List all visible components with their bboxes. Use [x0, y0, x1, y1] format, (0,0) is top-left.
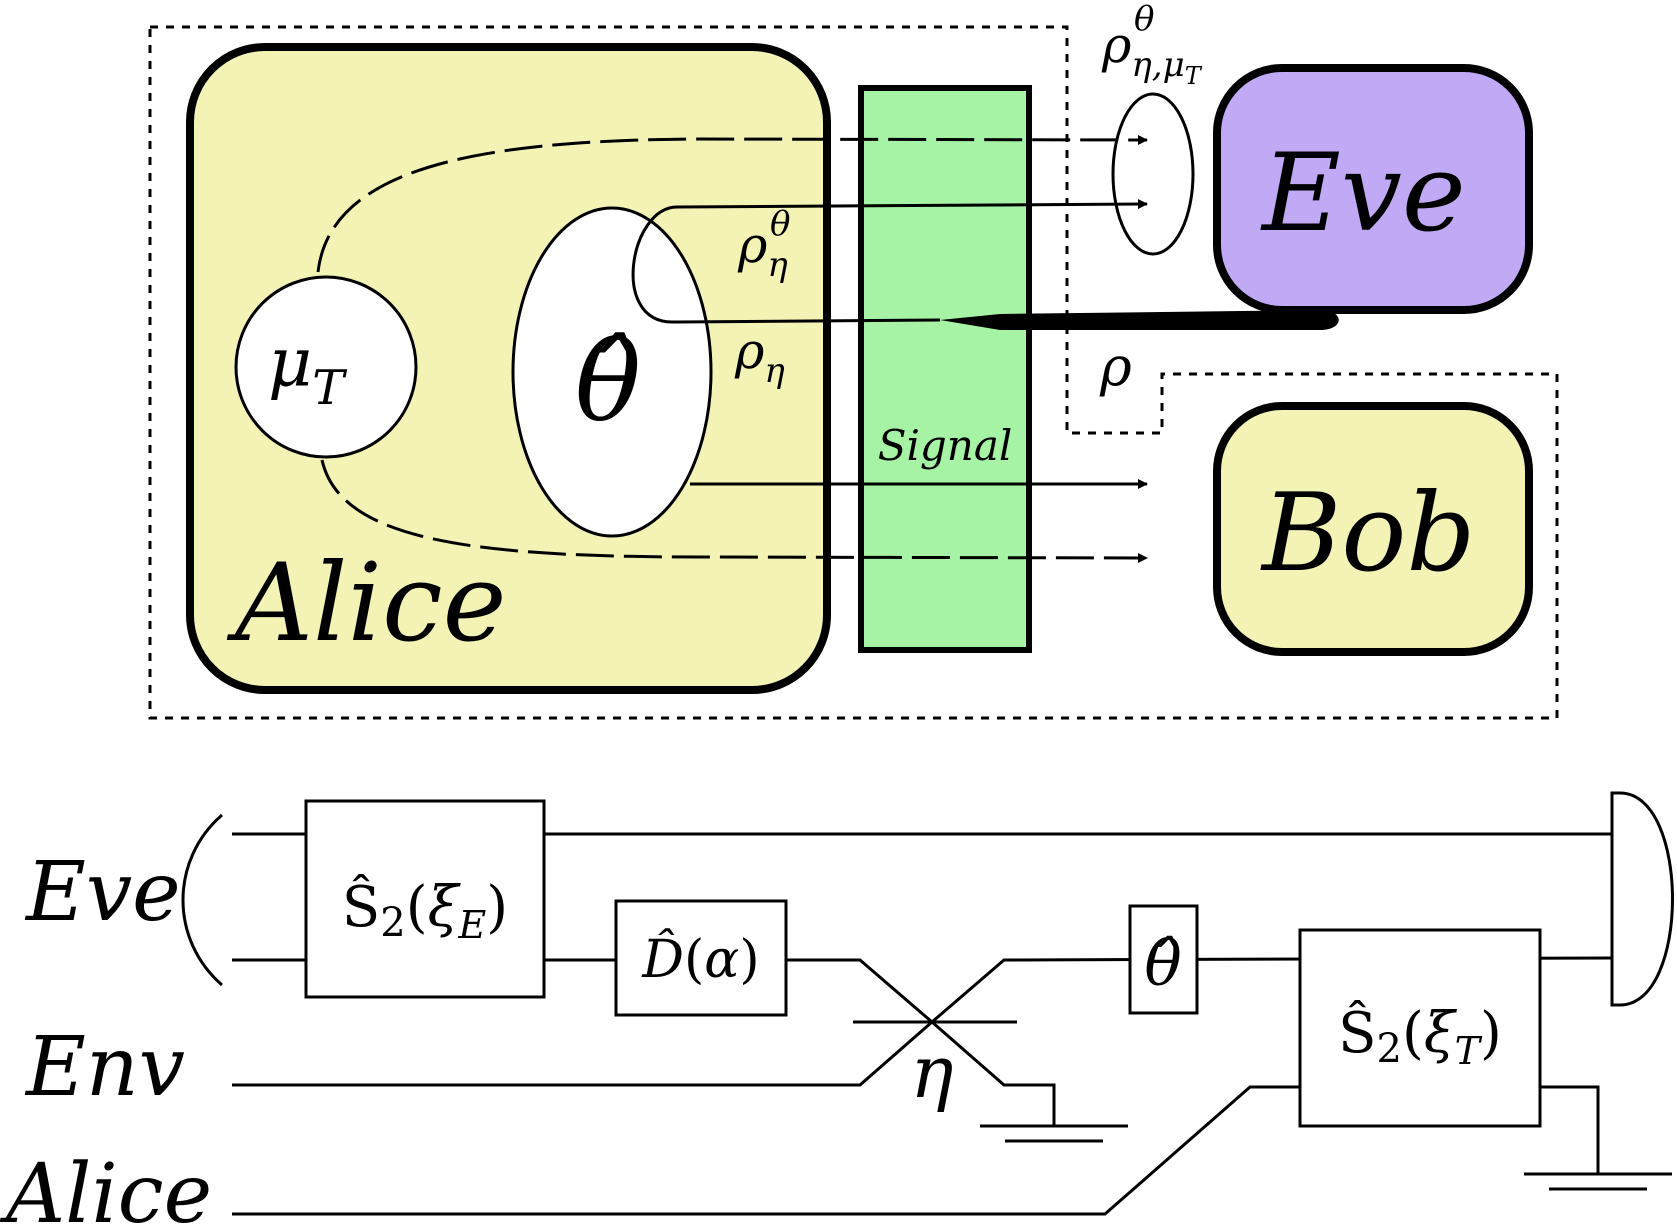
rho-eta-label: ρη	[734, 322, 785, 391]
beamsplitter-label: η	[910, 1030, 953, 1114]
displacement-label: D̂(α)	[641, 929, 759, 990]
circuit-label-alice: Alice	[0, 1147, 212, 1227]
mu-t-node	[234, 275, 418, 459]
displacement-box	[614, 899, 788, 1017]
alice-label: Alice	[226, 541, 506, 666]
rho-eta-theta-label: ρη	[737, 216, 788, 285]
squeeze-e-label: Ŝ2(ξE)	[342, 873, 508, 947]
eve-label: Eve	[1260, 131, 1466, 256]
alice-wire	[232, 1085, 1300, 1216]
phase-box	[1128, 904, 1199, 1015]
bob-label: Bob	[1260, 471, 1476, 596]
rho-line	[677, 318, 941, 324]
circuit-label-env: Env	[24, 1020, 185, 1115]
eve-bracket	[181, 813, 223, 987]
rho-eta-mut-theta-label: ρη,μT	[1101, 16, 1203, 90]
circuit-label-eve: Eve	[24, 845, 181, 940]
signal-box	[858, 85, 1032, 653]
rho-eta-theta-sup: θ	[770, 204, 790, 244]
squeeze-t-box	[1298, 928, 1542, 1128]
squeeze-t-ground-wire	[1540, 1085, 1600, 1174]
mu-t-label: μT	[268, 324, 347, 416]
signal-label: Signal	[878, 421, 1013, 470]
rho-label: ρ	[1099, 335, 1132, 398]
rho-eta-mut-theta-sup: θ	[1134, 0, 1154, 39]
env-wire	[232, 1020, 1056, 1126]
eve-box	[1213, 64, 1533, 314]
theta-ellipse	[511, 206, 713, 538]
squeeze-e-box	[304, 799, 546, 999]
theta-hat-label: θ̂	[575, 318, 641, 446]
theta-to-eve-path	[631, 199, 1148, 324]
rho-thick-channel	[940, 310, 1339, 330]
eve-input-ellipse	[1111, 92, 1195, 256]
phase-label: θ̂	[1144, 927, 1181, 1000]
mu-t-to-bob-dashed-path	[320, 459, 1148, 563]
alice-eve-region-outline	[148, 25, 1559, 720]
bob-box	[1213, 402, 1533, 656]
detector-icon	[1610, 791, 1674, 1007]
mu-t-to-eve-dashed-path	[316, 134, 1148, 273]
squeeze-t-label: Ŝ2(ξT)	[1338, 999, 1502, 1073]
